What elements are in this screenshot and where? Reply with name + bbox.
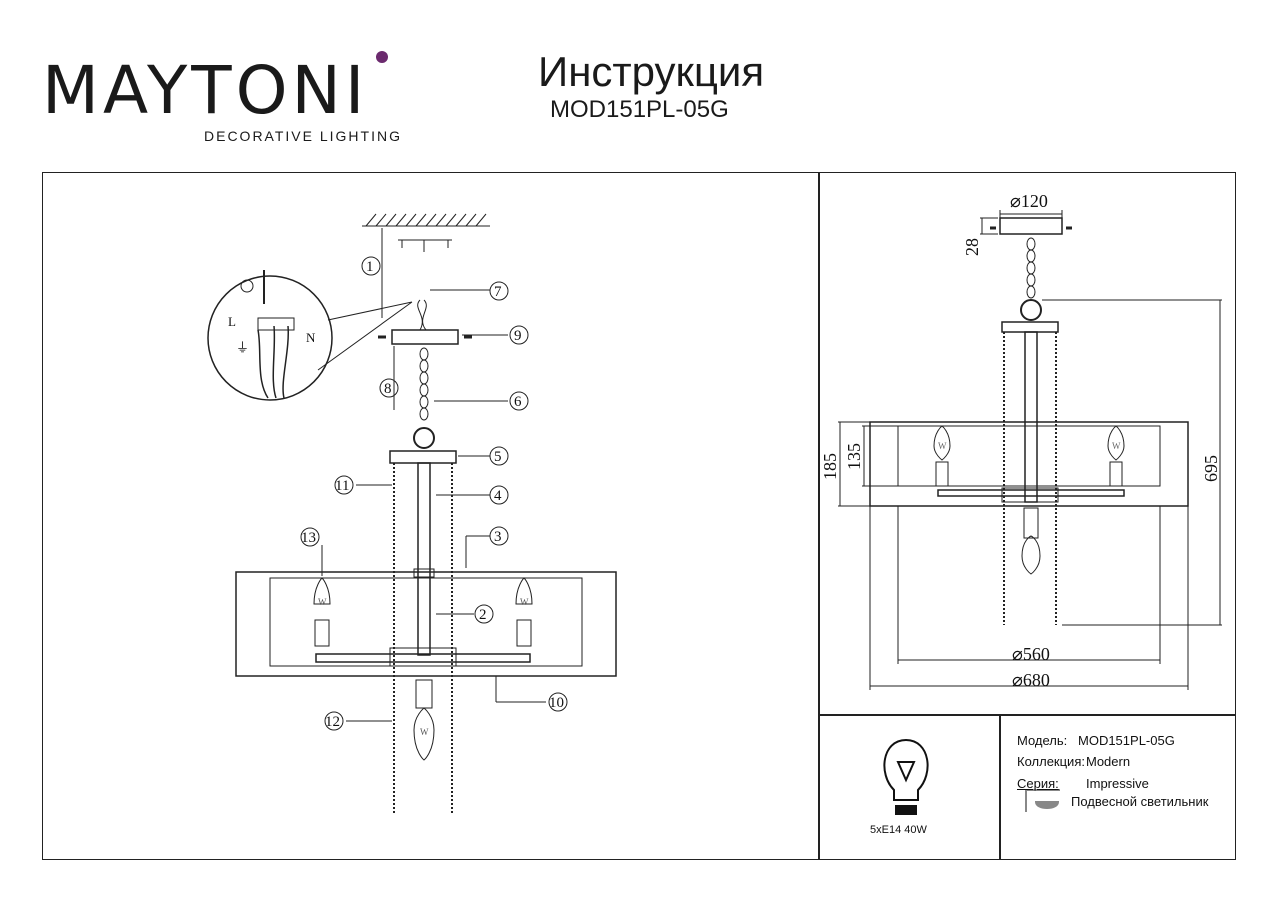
central-tube (417, 462, 431, 656)
chain (419, 347, 429, 421)
callout-labels: 1 2 3 4 5 6 7 8 9 10 11 12 13 (300, 256, 568, 731)
callout-10: 10 (549, 695, 564, 711)
callout-4: 4 (494, 488, 502, 504)
bulb-right (515, 577, 533, 605)
callout-8: 8 (384, 381, 392, 397)
dim-canopy (999, 217, 1063, 235)
collection-label: Коллекция: (1017, 754, 1085, 769)
mounting-bracket (398, 239, 452, 252)
bulb-mark-1: W (318, 597, 327, 607)
callout-7: 7 (494, 284, 502, 300)
callout-3: 3 (494, 529, 502, 545)
brand-logo-dot (376, 51, 388, 63)
collection-value: Modern (1086, 754, 1131, 769)
brand-logo: MAYTONI DECORATIVE LIGHTING (42, 50, 402, 150)
model-value: MOD151PL-05G (1078, 733, 1175, 748)
socket-left (314, 619, 330, 647)
dim-bulb-mark-1: W (938, 441, 947, 451)
lamp-spec: 5xE14 40W (870, 824, 927, 836)
dim-total-height: 695 (1201, 455, 1221, 482)
arms (315, 653, 531, 663)
bulb-mark-2: W (520, 597, 529, 607)
callout-11: 11 (335, 478, 349, 494)
wiring-detail-circle (207, 275, 333, 401)
callout-1: 1 (366, 259, 374, 275)
brand-name: MAYTONI (42, 52, 369, 129)
model-label: Модель: (1017, 733, 1068, 748)
fixture-type: Подвесной светильник (1071, 794, 1209, 809)
dim-shade-height-outer: 185 (820, 453, 840, 480)
page-title: Инструкция (538, 48, 765, 95)
bulb-left (313, 577, 331, 605)
wiring-live-label: L (228, 314, 236, 329)
callout-13: 13 (301, 530, 316, 546)
model-title: MOD151PL-05G (550, 96, 729, 123)
dim-top-diameter: ⌀120 (1010, 191, 1048, 211)
dim-outer-shade (869, 421, 1189, 507)
screwdriver-icon (240, 279, 254, 293)
brand-tagline: DECORATIVE LIGHTING (204, 128, 402, 144)
bulb-bottom (413, 707, 435, 761)
wiring-neutral-label: N (306, 330, 316, 345)
ceiling-hatch (365, 213, 487, 227)
terminal-block (257, 317, 295, 331)
callout-2: 2 (479, 607, 487, 623)
bulb-icon (883, 738, 929, 815)
hub (389, 647, 457, 667)
instruction-frame (42, 172, 1236, 860)
callout-12: 12 (325, 714, 340, 730)
dim-canopy-height: 28 (962, 238, 982, 256)
socket-right (516, 619, 532, 647)
supply-wires (417, 299, 427, 331)
callout-6: 6 (514, 394, 522, 410)
pendant-lamp-icon (1025, 789, 1060, 812)
wiring-ground-icon: ⏚ (236, 340, 249, 355)
panel-divider-horizontal (818, 714, 1236, 716)
dim-outer-diameter: ⌀680 (1012, 670, 1050, 690)
outer-shade (235, 571, 617, 677)
series-value: Impressive (1086, 776, 1149, 791)
wiring-detail-pointer (317, 301, 413, 371)
dim-chain (1026, 237, 1036, 299)
wiring-detail-wires (257, 325, 290, 399)
panel-divider-vertical (818, 172, 820, 860)
hook-ring (413, 427, 435, 449)
dim-shade-height-inner: 135 (844, 443, 864, 470)
dim-inner-diameter: ⌀560 (1012, 644, 1050, 664)
callout-9: 9 (514, 328, 522, 344)
canopy (391, 329, 459, 345)
tube-connector (413, 568, 435, 578)
info-divider (999, 714, 1001, 860)
bulb-mark-3: W (420, 727, 429, 737)
dim-bulb-mark-2: W (1112, 441, 1121, 451)
series-label: Серия: (1017, 776, 1059, 791)
callout-5: 5 (494, 449, 502, 465)
